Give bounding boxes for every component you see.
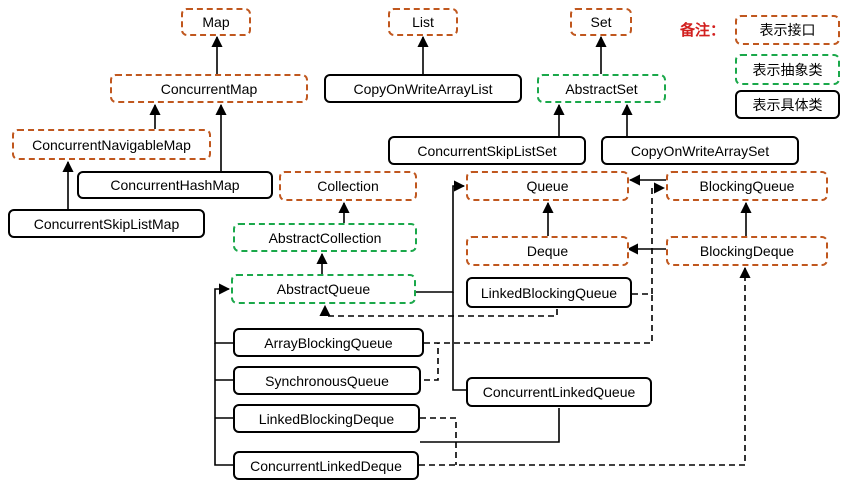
legend-title: 备注： [680,21,726,39]
node-concurrent-map: ConcurrentMap [110,74,308,103]
node-array-blocking-queue: ArrayBlockingQueue [233,328,424,357]
node-concurrent-linked-deque: ConcurrentLinkedDeque [233,451,419,480]
node-linked-blocking-deque: LinkedBlockingDeque [233,404,420,433]
node-abstract-set: AbstractSet [537,74,666,103]
node-collection: Collection [279,171,417,201]
legend-interface: 表示接口 [735,15,840,45]
node-copy-on-write-array-set: CopyOnWriteArraySet [601,136,799,165]
node-copy-on-write-array-list: CopyOnWriteArrayList [324,74,522,103]
node-concurrent-linked-queue: ConcurrentLinkedQueue [466,377,652,407]
node-linked-blocking-queue: LinkedBlockingQueue [466,277,632,308]
edge-absqueue-queue [416,180,466,293]
legend-concrete: 表示具体类 [735,90,840,119]
node-deque: Deque [466,236,629,266]
node-concurrent-hash-map: ConcurrentHashMap [77,171,273,199]
edge-lbd-dashed [420,417,457,465]
edge-lbd-clq [420,408,560,443]
node-list: List [388,8,458,36]
node-concurrent-navigable-map: ConcurrentNavigableMap [12,129,211,160]
node-concurrent-skip-list-map: ConcurrentSkipListMap [8,209,205,238]
edge-clq-trunk [452,292,466,391]
edge-cld-blockingdeque [419,266,751,466]
edge-lbq-blockingqueue [632,182,666,295]
node-concurrent-skip-list-set: ConcurrentSkipListSet [388,136,586,165]
edge-left-trunk [214,283,233,344]
node-map: Map [181,8,251,36]
edge-abq-blockingqueue [424,294,653,344]
edge-trunk-down [214,343,233,466]
node-queue: Queue [466,171,629,201]
node-blocking-deque: BlockingDeque [666,236,828,266]
edge-sq-dashed [424,343,439,381]
node-set: Set [570,8,632,36]
legend-abstract: 表示抽象类 [735,54,840,85]
edge-lbq-absqueue [319,304,558,317]
node-abstract-queue: AbstractQueue [231,274,416,304]
node-blocking-queue: BlockingQueue [666,171,828,201]
node-synchronous-queue: SynchronousQueue [233,366,421,395]
node-abstract-collection: AbstractCollection [233,223,417,252]
